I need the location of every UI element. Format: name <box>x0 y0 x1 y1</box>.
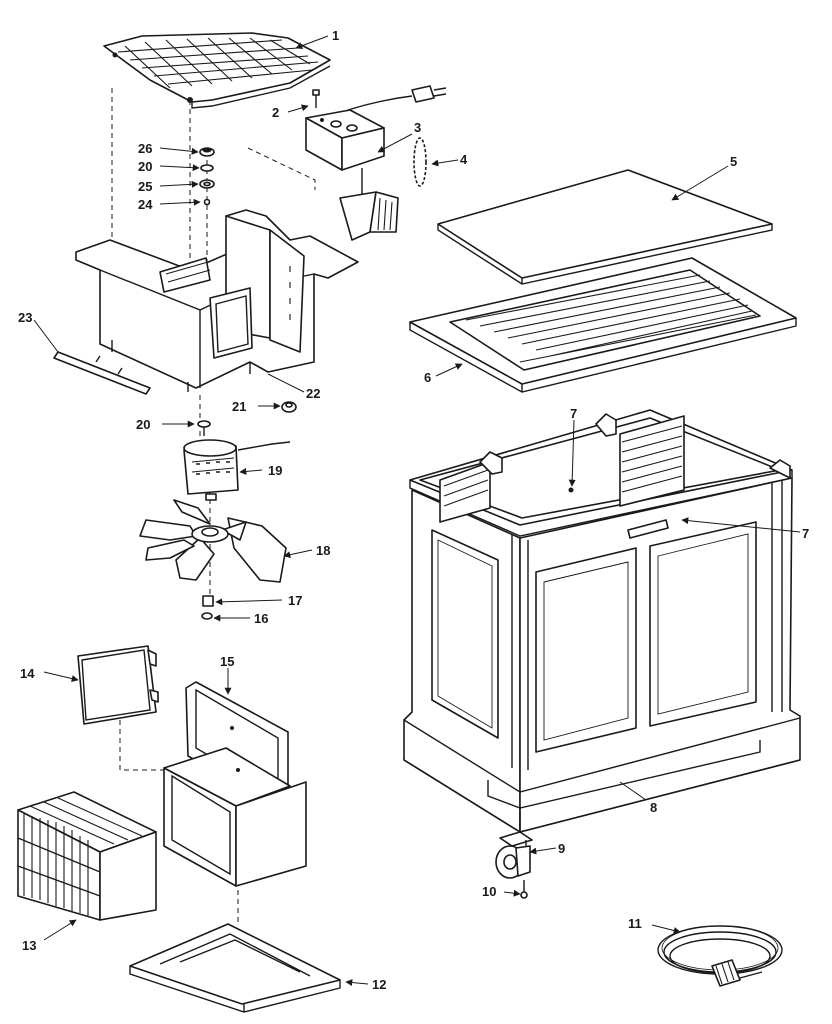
callout-24: 24 <box>138 197 153 212</box>
part-15-pad-frame <box>163 681 307 887</box>
callout-3: 3 <box>414 120 421 135</box>
part-3-float-switch <box>339 191 399 241</box>
part-18-fan-blade <box>139 499 287 583</box>
part-1-top-grille <box>103 32 331 109</box>
part-13-evaporator-pad <box>17 791 157 921</box>
part-12-water-pan <box>129 923 341 1013</box>
callout-8: 8 <box>650 800 657 815</box>
callout-16: 16 <box>254 611 268 626</box>
callout-14: 14 <box>20 666 35 681</box>
part-6-tray-lid <box>409 257 797 393</box>
callout-7-top: 7 <box>570 406 577 421</box>
callout-labels: 1 2 3 4 5 6 7 7 8 9 10 11 12 13 14 15 16… <box>18 28 809 992</box>
part-20-washer-lower <box>197 420 211 436</box>
part-4-gasket <box>413 137 427 187</box>
callout-4: 4 <box>460 152 468 167</box>
part-3-control-box <box>305 85 447 198</box>
part-11-hose <box>657 925 783 987</box>
callout-5: 5 <box>730 154 737 169</box>
callout-2: 2 <box>272 105 279 120</box>
callout-10: 10 <box>482 884 496 899</box>
part-17-hub <box>202 595 214 607</box>
callout-7-right: 7 <box>802 526 809 541</box>
callout-1: 1 <box>332 28 339 43</box>
callout-18: 18 <box>316 543 330 558</box>
part-24-retainer <box>203 198 211 206</box>
part-2-screw <box>312 89 320 108</box>
callout-9: 9 <box>558 841 565 856</box>
part-8-cabinet <box>403 409 801 833</box>
part-23-bracket <box>53 351 151 395</box>
callout-23: 23 <box>18 310 32 325</box>
callout-20-upper: 20 <box>138 159 152 174</box>
part-5-top-panel <box>437 169 773 285</box>
callout-25: 25 <box>138 179 152 194</box>
part-16-nut <box>201 612 213 620</box>
callout-26: 26 <box>138 141 152 156</box>
part-21-nut <box>281 401 297 413</box>
callout-21: 21 <box>232 399 246 414</box>
callout-15: 15 <box>220 654 234 669</box>
part-10-screw <box>520 880 528 899</box>
callout-19: 19 <box>268 463 282 478</box>
callout-22: 22 <box>306 386 320 401</box>
callout-13: 13 <box>22 938 36 953</box>
part-22-fan-housing <box>75 209 359 392</box>
callout-17: 17 <box>288 593 302 608</box>
callout-20-lower: 20 <box>136 417 150 432</box>
part-25-nut <box>199 179 215 189</box>
part-19-motor <box>183 439 291 501</box>
part-26-bushing <box>199 147 215 157</box>
part-9-caster <box>495 831 533 879</box>
callout-11: 11 <box>628 916 642 931</box>
callout-6: 6 <box>424 370 431 385</box>
part-14-access-panel <box>77 645 159 725</box>
callout-12: 12 <box>372 977 386 992</box>
leader-lines <box>33 35 801 987</box>
part-20-washer-upper <box>200 164 214 172</box>
